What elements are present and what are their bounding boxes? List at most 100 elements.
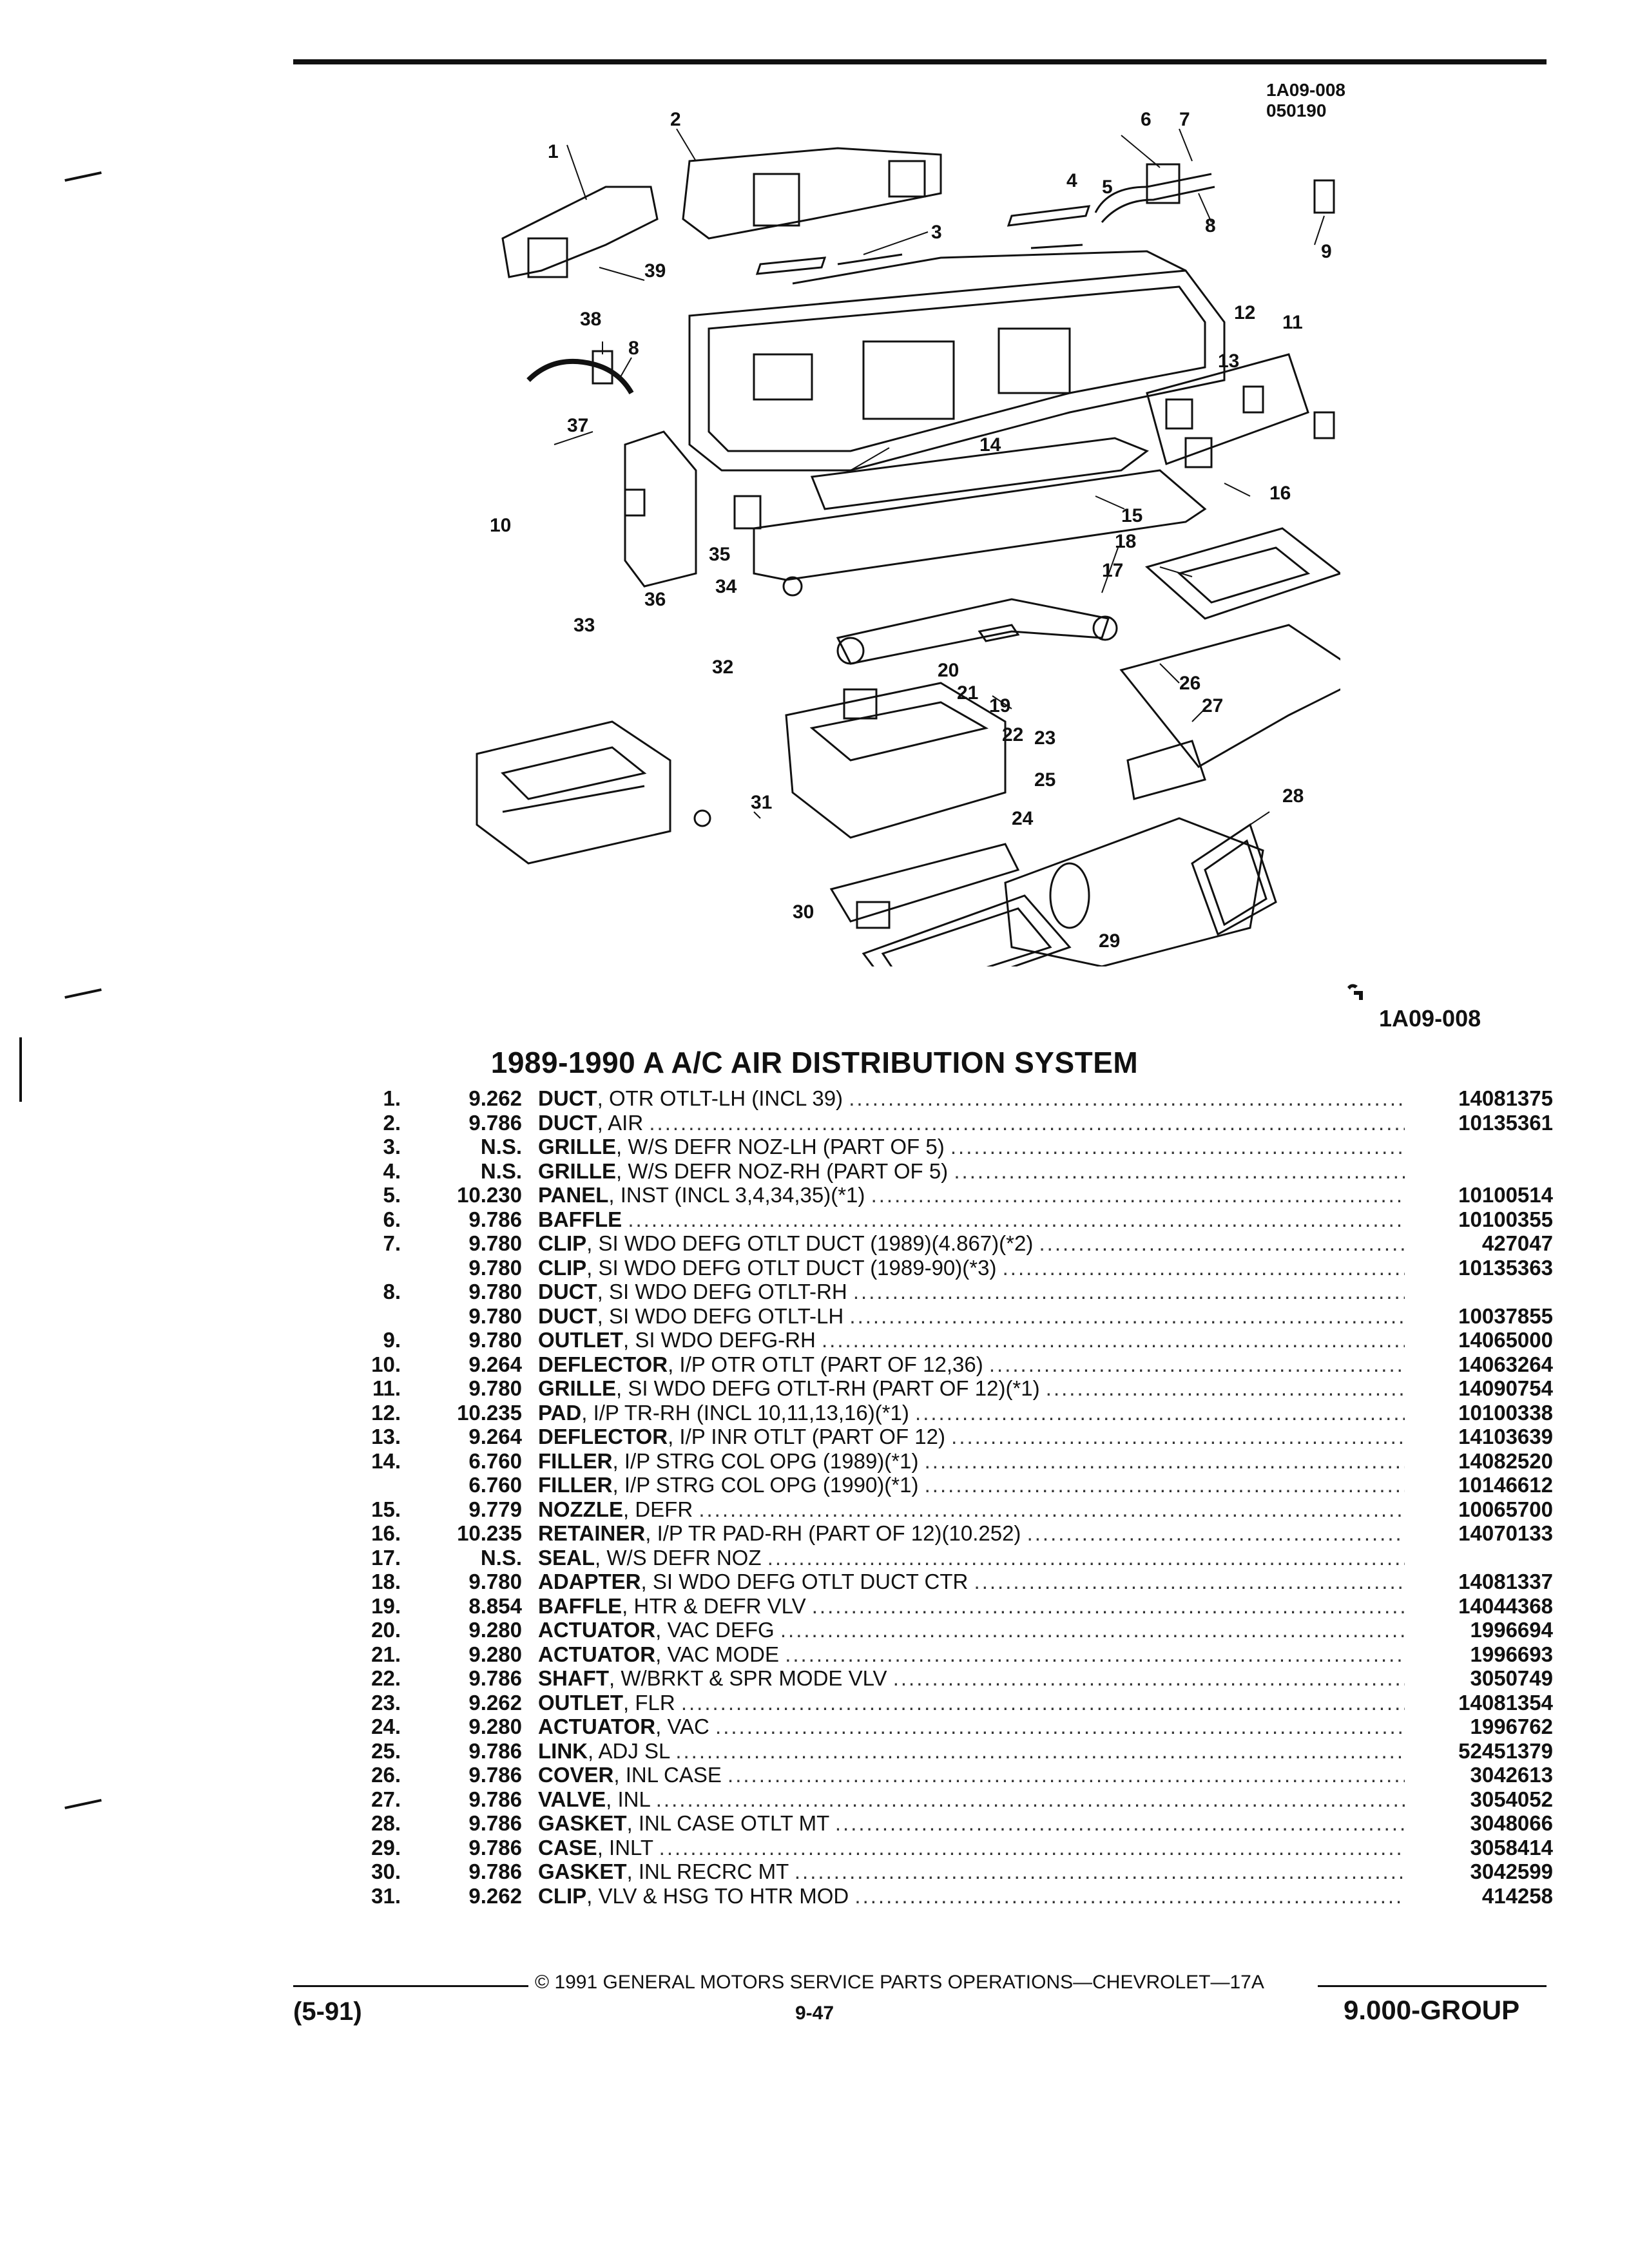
group-number: 9.780 [468,1328,522,1352]
group-number: 9.780 [468,1376,522,1400]
part-detail: , W/S DEFR NOZ [595,1545,762,1570]
part-description: CLIP, VLV & HSG TO HTR MOD .............… [538,1884,1405,1908]
group-number: 9.786 [468,1110,522,1135]
part-detail: , INST (INCL 3,4,34,35)(*1) [608,1183,865,1207]
item-number: 16. [371,1521,401,1545]
leader-dots: ........................................… [675,1738,1405,1763]
part-description: NOZZLE, DEFR ...........................… [538,1497,1405,1522]
part-number: 10100338 [1458,1400,1553,1425]
part-number: 10100355 [1458,1207,1553,1231]
group-number: 9.786 [468,1763,522,1787]
leader-dots: ........................................… [853,1280,1405,1303]
part-description: DUCT, SI WDO DEFG OTLT-LH ..............… [538,1304,1405,1329]
group-number: 9.262 [468,1690,522,1715]
figure-id: 1A09-008 [1379,1005,1481,1032]
part-detail: , INL [606,1787,650,1811]
callout-36: 36 [644,589,666,610]
leader-dots: ........................................… [915,1400,1405,1425]
item-number: 25. [371,1738,401,1763]
leader-dots: ........................................… [728,1763,1405,1787]
group-number: 9.262 [468,1086,522,1110]
leader-dots: ........................................… [715,1715,1405,1738]
part-detail: , SI WDO DEFG OTLT DUCT (1989)(4.867)(*2… [586,1231,1034,1255]
part-description: SHAFT, W/BRKT & SPR MODE VLV ...........… [538,1666,1405,1691]
part-name: COVER [538,1763,614,1787]
group-number: 9.786 [468,1860,522,1883]
item-number: 4. [383,1158,401,1183]
callout-29: 29 [1099,930,1120,952]
group-number: 9.264 [468,1425,522,1448]
leader-dots: ........................................… [811,1593,1405,1618]
item-number: 20. [371,1618,401,1642]
parts-row: 4.N.S.GRILLE, W/S DEFR NOZ-RH (PART OF 5… [348,1159,1553,1184]
part-detail: , VLV & HSG TO HTR MOD [586,1883,849,1908]
part-number: 414258 [1481,1883,1553,1908]
margin-mark [64,988,102,999]
item-number: 28. [371,1811,401,1835]
group-number: 9.780 [468,1280,522,1303]
item-number: 9. [383,1328,401,1352]
part-description: DEFLECTOR, I/P INR OTLT (PART OF 12) ...… [538,1425,1405,1449]
part-number: 14044368 [1458,1593,1553,1618]
part-description: PANEL, INST (INCL 3,4,34,35)(*1) .......… [538,1183,1405,1207]
item-number: 17. [371,1545,401,1570]
item-number: 5. [383,1183,401,1207]
item-number: 18. [371,1570,401,1593]
group-number: 9.786 [468,1835,522,1860]
part-name: SHAFT [538,1666,609,1690]
part-name: RETAINER [538,1521,646,1545]
callout-6: 6 [1141,110,1152,130]
part-detail: , VAC [655,1715,709,1738]
part-name: PANEL [538,1183,609,1207]
part-name: FILLER [538,1448,613,1473]
part-name: GASKET [538,1860,627,1883]
callout-5: 5 [1102,177,1113,198]
part-name: OUTLET [538,1328,623,1352]
part-description: GASKET, INL CASE OTLT MT ...............… [538,1811,1405,1836]
part-description: GASKET, INL RECRC MT ...................… [538,1860,1405,1884]
part-detail: , SI WDO DEFG OTLT-RH [597,1280,847,1303]
callout-8b: 8 [628,338,639,359]
margin-mark [64,1799,102,1809]
leader-dots: ........................................… [849,1086,1405,1110]
callout-27: 27 [1202,695,1223,716]
margin-mark [19,1037,22,1102]
part-number: 14063264 [1458,1352,1553,1376]
part-name: ACTUATOR [538,1642,656,1666]
group-number: 10.235 [457,1521,522,1545]
part-name: DUCT [538,1280,597,1303]
part-number: 1996762 [1470,1715,1553,1738]
callout-38: 38 [580,309,601,330]
part-detail: , I/P TR PAD-RH (PART OF 12)(10.252) [645,1521,1021,1545]
leader-dots: ........................................… [954,1158,1405,1183]
part-description: GRILLE, W/S DEFR NOZ-RH (PART OF 5) ....… [538,1159,1405,1184]
group-number: 9.786 [468,1787,522,1811]
part-number: 3048066 [1470,1811,1553,1835]
item-number: 15. [371,1497,401,1521]
part-detail: , I/P STRG COL OPG (1990)(*1) [612,1473,919,1497]
part-number: 14082520 [1458,1448,1553,1473]
part-detail: , SI WDO DEFG OTLT-RH (PART OF 12)(*1) [616,1376,1040,1400]
callout-24: 24 [1012,808,1034,829]
part-detail: , W/S DEFR NOZ-LH (PART OF 5) [616,1135,945,1158]
part-description: ACTUATOR, VAC DEFG .....................… [538,1618,1405,1642]
part-name: BAFFLE [538,1207,622,1231]
item-number: 19. [371,1593,401,1618]
part-description: DEFLECTOR, I/P OTR OTLT (PART OF 12,36) … [538,1352,1405,1377]
item-number: 7. [383,1231,401,1255]
issue-date: (5-91) [293,1997,362,2026]
part-description: DUCT, AIR ..............................… [538,1111,1405,1135]
callout-35: 35 [709,544,730,565]
leader-dots: ........................................… [785,1642,1405,1666]
